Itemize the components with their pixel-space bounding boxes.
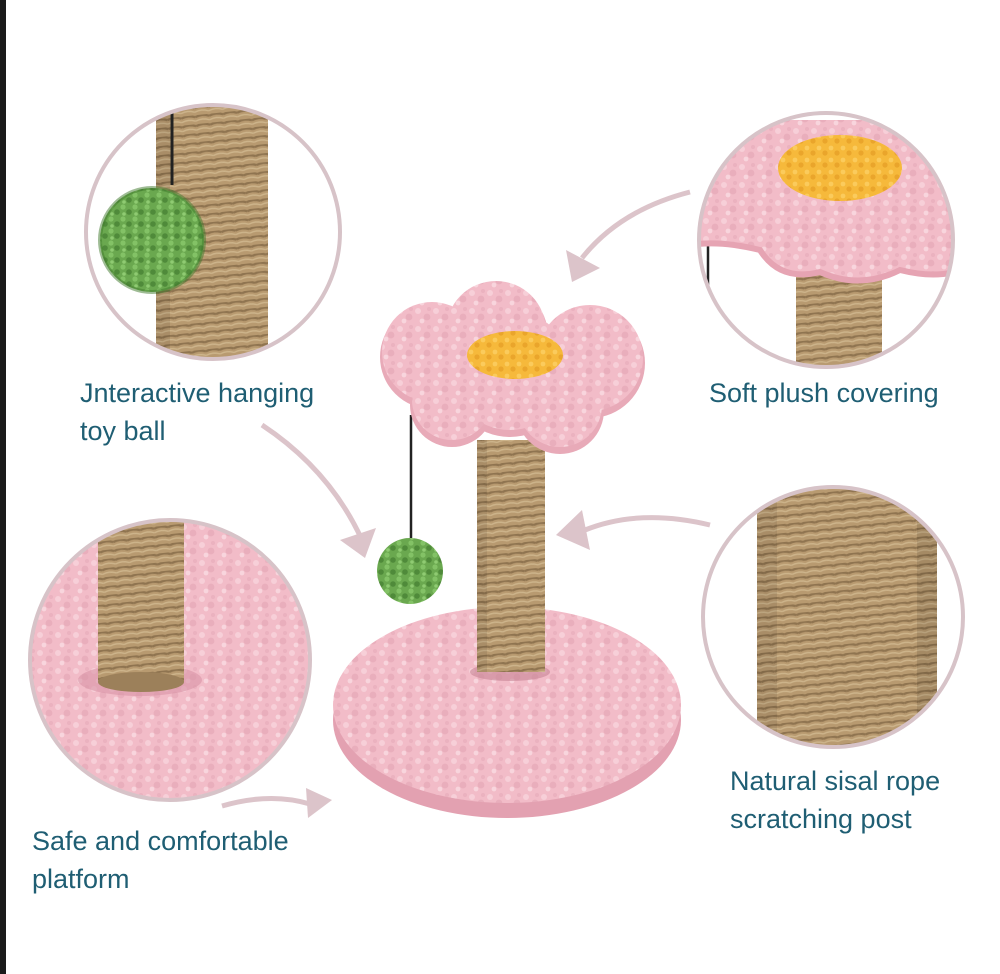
arrow-to-plush <box>566 189 691 282</box>
caption-toy-ball-line2: toy ball <box>80 416 166 446</box>
detail-circle-sisal-rope <box>701 485 965 749</box>
caption-sisal-rope-line2: scratching post <box>730 804 912 834</box>
detail-circle-plush <box>697 111 955 369</box>
caption-sisal-rope: Natural sisal rope scratching post <box>730 762 940 838</box>
cat-scratching-post <box>333 281 681 818</box>
arrow-to-toy-ball <box>260 422 376 558</box>
caption-toy-ball: Jnteractive hanging toy ball <box>80 374 314 450</box>
caption-plush: Soft plush covering <box>709 374 939 412</box>
caption-plush-line1: Soft plush covering <box>709 378 939 408</box>
arrow-to-platform <box>221 788 332 818</box>
left-edge-bar <box>0 0 6 974</box>
arrow-to-sisal-rope <box>556 510 711 550</box>
detail-circle-platform <box>28 518 312 802</box>
detail-circle-toy-ball <box>84 103 342 361</box>
caption-sisal-rope-line1: Natural sisal rope <box>730 766 941 796</box>
caption-platform-line2: platform <box>32 864 130 894</box>
caption-platform-line1: Safe and comfortable <box>32 826 289 856</box>
caption-toy-ball-line1: Jnteractive hanging <box>80 378 315 408</box>
caption-platform: Safe and comfortable platform <box>32 822 289 898</box>
